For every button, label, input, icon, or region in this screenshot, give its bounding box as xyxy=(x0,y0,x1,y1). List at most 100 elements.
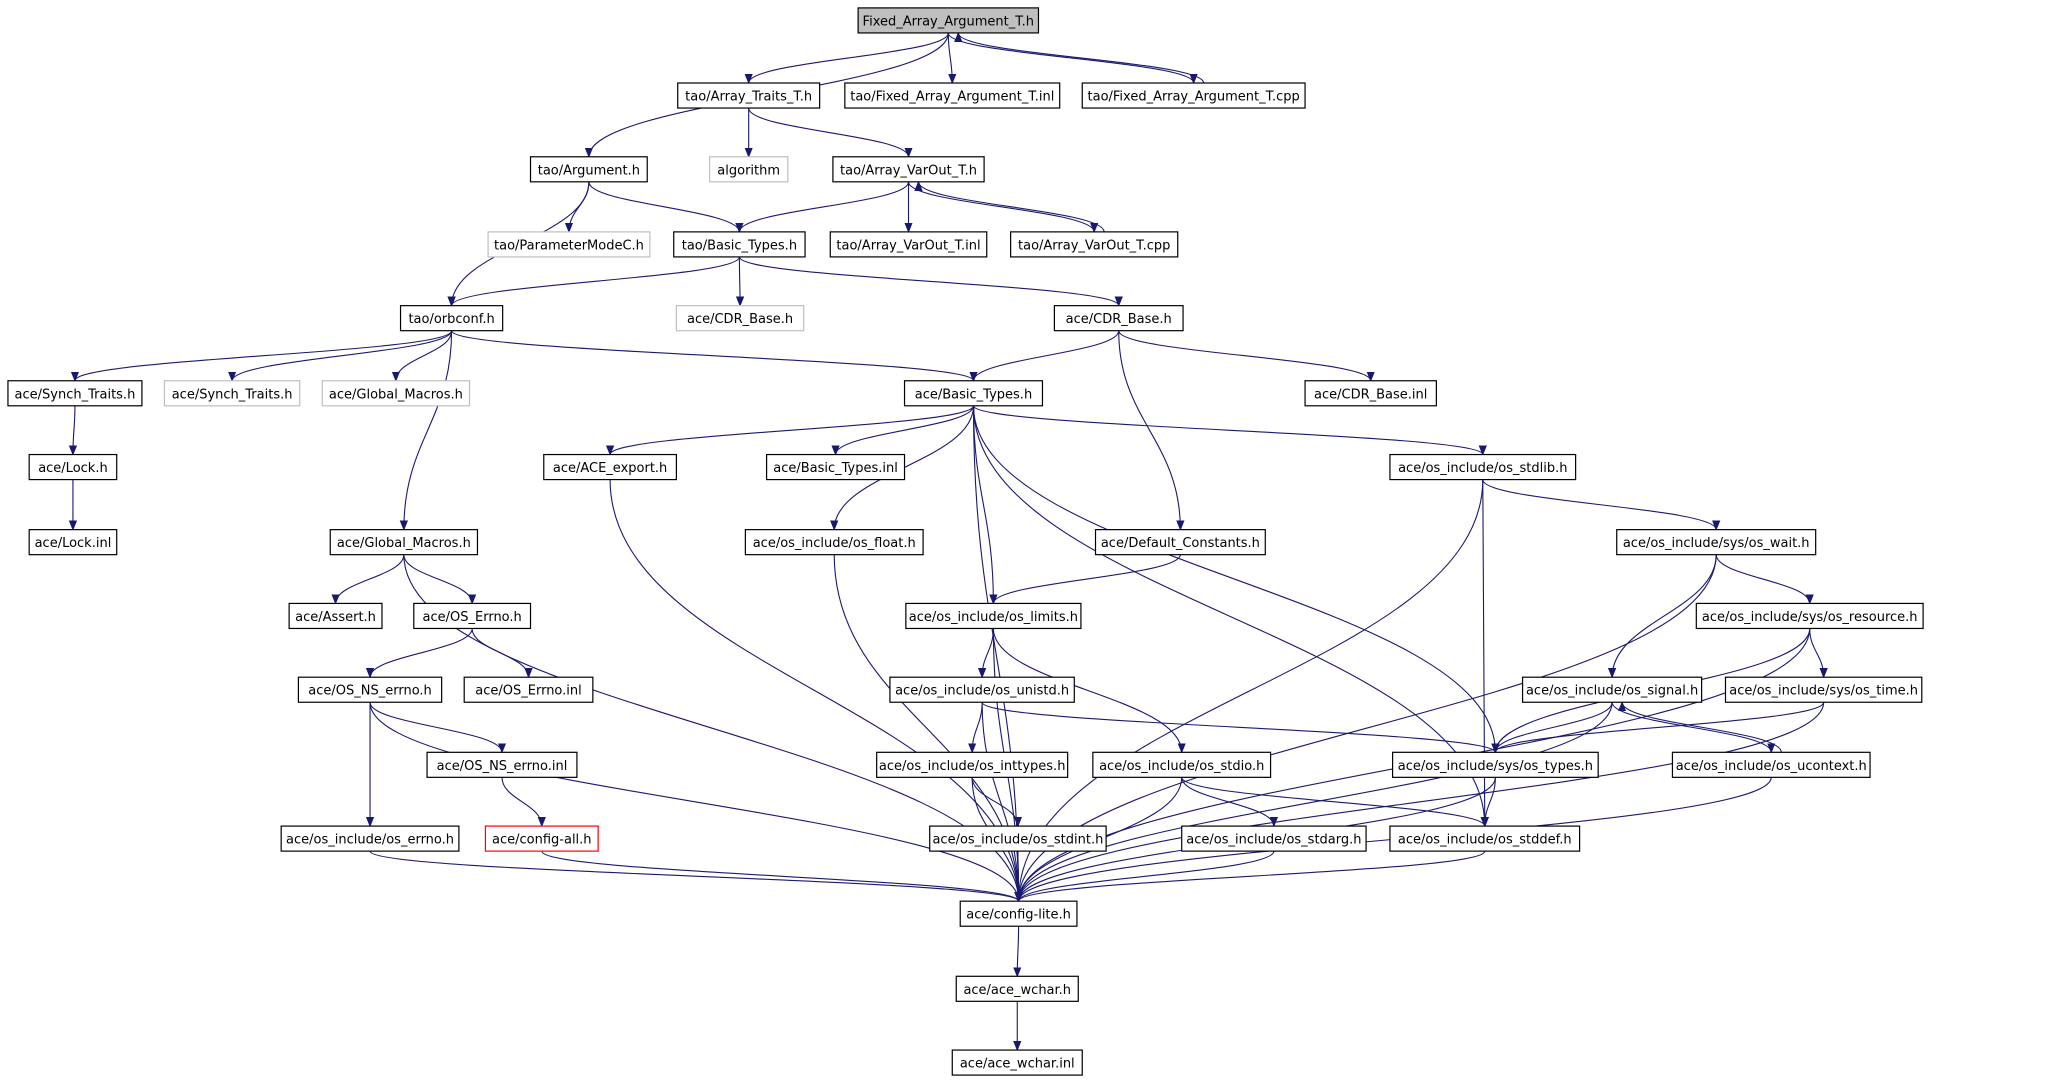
node-sys-types[interactable]: ace/os_include/sys/os_types.h xyxy=(1391,751,1599,778)
node-label: Fixed_Array_Argument_T.h xyxy=(863,14,1034,29)
node-label: ace/Basic_Types.h xyxy=(915,387,1032,402)
node-layer: Fixed_Array_Argument_T.h tao/Array_Traits… xyxy=(7,7,1924,1076)
node-ns-errno-inl[interactable]: ace/OS_NS_errno.inl xyxy=(426,751,578,778)
node-lock[interactable]: ace/Lock.h xyxy=(28,453,118,481)
node-ns-errno[interactable]: ace/OS_NS_errno.h xyxy=(297,676,443,703)
edge-default_const-to-limits xyxy=(993,554,1181,604)
node-label: algorithm xyxy=(717,163,780,178)
node-stdlib[interactable]: ace/os_include/os_stdlib.h xyxy=(1389,453,1577,481)
node-cdr-inl[interactable]: ace/CDR_Base.inl xyxy=(1304,380,1437,407)
node-stddef[interactable]: ace/os_include/os_stddef.h xyxy=(1389,825,1581,852)
node-config-all[interactable]: ace/config-all.h xyxy=(484,825,599,852)
node-resource[interactable]: ace/os_include/sys/os_resource.h xyxy=(1695,602,1924,630)
node-box xyxy=(955,975,1079,1002)
node-wchar-inl[interactable]: ace/ace_wchar.inl xyxy=(951,1049,1083,1076)
node-tao-basic[interactable]: tao/Basic_Types.h xyxy=(673,231,806,258)
node-label: ace/os_include/os_errno.h xyxy=(286,833,454,848)
node-box xyxy=(1010,231,1179,258)
node-box xyxy=(399,305,504,332)
node-box xyxy=(744,529,924,556)
node-argument[interactable]: tao/Argument.h xyxy=(529,156,648,183)
node-signal[interactable]: ace/os_include/os_signal.h xyxy=(1521,676,1703,703)
edge-limits-to-unistd xyxy=(982,628,994,677)
node-os-errno-h[interactable]: ace/OS_Errno.h xyxy=(413,602,532,630)
node-inttypes[interactable]: ace/os_include/os_inttypes.h xyxy=(876,751,1069,778)
node-config-lite[interactable]: ace/config-lite.h xyxy=(959,900,1078,927)
node-algorithm[interactable]: algorithm xyxy=(708,156,789,183)
edge-cdr_base-to-default_const xyxy=(1118,330,1181,530)
node-global[interactable]: ace/Global_Macros.h xyxy=(329,529,479,556)
node-basic-inl[interactable]: ace/Basic_Types.inl xyxy=(765,453,906,481)
node-cdr-base[interactable]: ace/CDR_Base.h xyxy=(1053,305,1184,332)
node-box xyxy=(829,231,988,258)
node-cdr-ext[interactable]: ace/CDR_Base.h xyxy=(675,305,805,332)
node-fixed-inl[interactable]: tao/Fixed_Array_Argument_T.inl xyxy=(844,82,1061,109)
edge-orbconf-to-global_ext xyxy=(396,330,453,381)
node-label: ace/Basic_Types.inl xyxy=(773,461,898,476)
node-varout-cpp[interactable]: tao/Array_VarOut_T.cpp xyxy=(1010,231,1179,258)
node-stdio[interactable]: ace/os_include/os_stdio.h xyxy=(1092,751,1272,778)
edge-os_errno_h-to-ns_errno xyxy=(370,628,473,678)
node-label: ace/ace_wchar.inl xyxy=(960,1057,1075,1072)
node-default-const[interactable]: ace/Default_Constants.h xyxy=(1094,529,1266,556)
node-label: ace/CDR_Base.inl xyxy=(1314,387,1427,402)
node-box xyxy=(677,82,821,109)
node-stdarg[interactable]: ace/os_include/os_stdarg.h xyxy=(1181,825,1367,852)
node-box xyxy=(1389,453,1577,481)
node-label: ace/CDR_Base.h xyxy=(1066,312,1172,327)
node-box xyxy=(28,453,118,481)
node-unistd[interactable]: ace/os_include/os_unistd.h xyxy=(889,676,1075,703)
node-label: tao/Array_VarOut_T.cpp xyxy=(1018,238,1170,253)
node-label: ace/os_include/os_unistd.h xyxy=(895,684,1069,699)
node-os-errno-inl[interactable]: ace/OS_Errno.inl xyxy=(463,676,594,703)
edge-signal-to-ucontext xyxy=(1611,702,1771,753)
edge-limits-to-stdio xyxy=(992,628,1181,752)
node-varout[interactable]: tao/Array_VarOut_T.h xyxy=(832,156,985,183)
edge-resource-to-os_time xyxy=(1809,628,1824,677)
node-fixed-cpp[interactable]: tao/Fixed_Array_Argument_T.cpp xyxy=(1081,82,1306,109)
node-label: ace/Lock.inl xyxy=(35,536,112,551)
node-label: tao/Array_Traits_T.h xyxy=(685,90,812,105)
node-assert[interactable]: ace/Assert.h xyxy=(288,602,383,630)
node-ace-basic[interactable]: ace/Basic_Types.h xyxy=(903,380,1044,407)
node-box xyxy=(1094,529,1266,556)
node-synch-ext[interactable]: ace/Synch_Traits.h xyxy=(163,380,301,407)
node-orbconf[interactable]: tao/orbconf.h xyxy=(399,305,504,332)
node-stdint[interactable]: ace/os_include/os_stdint.h xyxy=(929,825,1107,852)
node-os-errno2[interactable]: ace/os_include/os_errno.h xyxy=(280,825,460,852)
node-box xyxy=(329,529,479,556)
node-array-traits[interactable]: tao/Array_Traits_T.h xyxy=(677,82,821,109)
node-label: ace/os_include/os_ucontext.h xyxy=(1676,759,1867,774)
node-box xyxy=(903,380,1044,407)
node-label: ace/os_include/os_stdarg.h xyxy=(1186,833,1361,848)
node-box xyxy=(1389,825,1581,852)
node-box xyxy=(889,676,1075,703)
node-wait[interactable]: ace/os_include/sys/os_wait.h xyxy=(1616,529,1817,556)
node-synch[interactable]: ace/Synch_Traits.h xyxy=(7,380,143,407)
node-root[interactable]: Fixed_Array_Argument_T.h xyxy=(857,7,1040,34)
edge-os_errno_h-to-os_errno_inl xyxy=(471,628,528,678)
node-box xyxy=(1181,825,1367,852)
node-limits[interactable]: ace/os_include/os_limits.h xyxy=(905,602,1082,630)
node-label: ace/ace_wchar.h xyxy=(963,983,1071,998)
edge-inttypes-to-stdint xyxy=(971,777,1018,827)
node-box xyxy=(951,1049,1083,1076)
node-float[interactable]: ace/os_include/os_float.h xyxy=(744,529,924,556)
node-ucontext[interactable]: ace/os_include/os_ucontext.h xyxy=(1671,751,1871,778)
node-lock-inl[interactable]: ace/Lock.inl xyxy=(28,529,118,556)
node-ace-export[interactable]: ace/ACE_export.h xyxy=(543,453,678,481)
node-varout-inl[interactable]: tao/Array_VarOut_T.inl xyxy=(829,231,988,258)
node-label: ace/os_include/os_inttypes.h xyxy=(879,759,1066,774)
node-label: ace/OS_NS_errno.h xyxy=(308,684,432,699)
node-label: ace/CDR_Base.h xyxy=(687,312,793,327)
edge-ace_basic-to-sys_types xyxy=(972,405,1495,753)
node-global-ext[interactable]: ace/Global_Macros.h xyxy=(321,380,471,407)
node-os-time[interactable]: ace/os_include/sys/os_time.h xyxy=(1724,676,1923,703)
node-parammode[interactable]: tao/ParameterModeC.h xyxy=(487,231,651,258)
edge-os_time-to-sys_types xyxy=(1495,701,1825,753)
node-wchar[interactable]: ace/ace_wchar.h xyxy=(955,975,1079,1002)
edge-ace_basic-to-basic_inl xyxy=(836,405,975,455)
edge-stdio-to-stdarg xyxy=(1181,777,1274,827)
edge-wait-to-resource xyxy=(1715,554,1810,604)
